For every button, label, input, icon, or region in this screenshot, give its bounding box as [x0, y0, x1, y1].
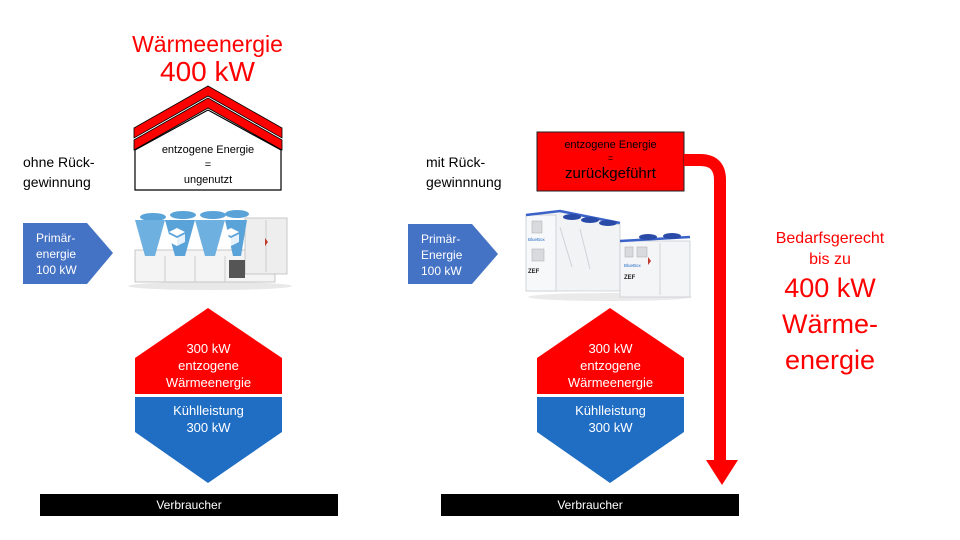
chiller-unit-right: BlueBox ZEF BlueBox ZEF — [525, 209, 692, 301]
house-text-line2: = — [204, 158, 212, 171]
house-text-line1: entzogene Energie — [161, 143, 255, 156]
hex-heat-line1: 300 kW — [186, 340, 231, 356]
heat-energy-heading: Wärmeenergie — [132, 31, 283, 57]
house-outline — [134, 109, 282, 191]
hexagon-heat-right — [537, 308, 684, 394]
hexagon-heat-text-left: 300 kW entzogene Wärmeenergie — [135, 336, 282, 394]
hex-cooling-line1: Kühlleistung — [575, 403, 646, 418]
chiller-brand-text-2: BlueBox — [624, 263, 642, 268]
hex-cooling-line2: 300 kW — [186, 420, 231, 435]
mode-label-line2: gewinnung — [23, 174, 91, 190]
primary-energy-arrow-left — [23, 223, 113, 284]
recovered-line3: zurückgeführt — [565, 165, 656, 182]
side-note-line4: Wärme- — [782, 309, 878, 339]
house-text: entzogene Energie = ungenutzt — [135, 140, 281, 190]
mode-label-with-recovery: mit Rück- gewinnnung — [426, 152, 502, 192]
hex-heat-line1: 300 kW — [588, 340, 633, 356]
primary-energy-line1: Primär- — [421, 232, 461, 246]
heat-return-arrowhead — [706, 460, 738, 485]
hexagon-heat-left — [135, 308, 282, 394]
primary-energy-label-right: Primär- Energie 100 kW — [421, 231, 462, 279]
hex-cooling-line2: 300 kW — [588, 420, 633, 435]
roof-chevron-inner — [133, 97, 283, 151]
side-note-line1: Bedarfsgerecht — [775, 230, 885, 247]
hex-cooling-line1: Kühlleistung — [173, 403, 244, 418]
house-text-line3: ungenutzt — [183, 173, 233, 186]
hexagon-cooling-right — [537, 397, 684, 483]
primary-energy-line2: energie — [36, 247, 77, 261]
heat-energy-value: 400 kW — [160, 56, 255, 87]
side-note-line5: energie — [784, 345, 876, 375]
demand-side-note: Bedarfsgerecht bis zu 400 kW Wärme- ener… — [745, 228, 915, 378]
roof-chevron-outer — [133, 85, 283, 139]
primary-energy-line1: Primär- — [36, 231, 76, 245]
recovered-energy-text: entzogene Energie = zurückgeführt — [537, 132, 684, 191]
chiller-brand-text: BlueBox — [528, 237, 546, 242]
mode-label-without-recovery: ohne Rück- gewinnung — [23, 152, 95, 192]
hexagon-cooling-text-right: Kühlleistung 300 kW — [537, 400, 684, 438]
consumer-bar-left: Verbraucher — [40, 494, 338, 516]
primary-energy-line2: Energie — [421, 248, 463, 262]
mode-label-line2: gewinnnung — [426, 174, 502, 190]
recovered-energy-box — [536, 131, 685, 192]
heat-return-arrow — [684, 154, 726, 462]
recovered-line1: entzogene Energie — [564, 139, 657, 151]
chiller-model-text-2: ZEF — [624, 275, 636, 281]
primary-energy-line3: 100 kW — [36, 263, 77, 277]
hex-heat-line2: entzogene — [178, 357, 239, 373]
hexagon-cooling-text-left: Kühlleistung 300 kW — [135, 400, 282, 438]
hex-heat-line3: Wärmeenergie — [567, 374, 654, 390]
primary-energy-label-left: Primär- energie 100 kW — [36, 230, 77, 278]
mode-label-line1: ohne Rück- — [23, 154, 95, 170]
consumer-bar-right: Verbraucher — [441, 494, 739, 516]
primary-energy-line3: 100 kW — [421, 264, 462, 278]
hex-heat-line3: Wärmeenergie — [165, 374, 252, 390]
side-note-line2: bis zu — [809, 251, 851, 268]
recovered-line2: = — [607, 153, 614, 163]
chiller-model-text: ZEF — [528, 269, 540, 275]
mode-label-line1: mit Rück- — [426, 154, 486, 170]
hexagon-cooling-left — [135, 397, 282, 483]
primary-energy-arrow-right — [408, 224, 498, 284]
side-note-line3: 400 kW — [784, 273, 876, 303]
hex-heat-line2: entzogene — [580, 357, 641, 373]
hexagon-heat-text-right: 300 kW entzogene Wärmeenergie — [537, 336, 684, 394]
chiller-unit-left — [128, 210, 292, 290]
